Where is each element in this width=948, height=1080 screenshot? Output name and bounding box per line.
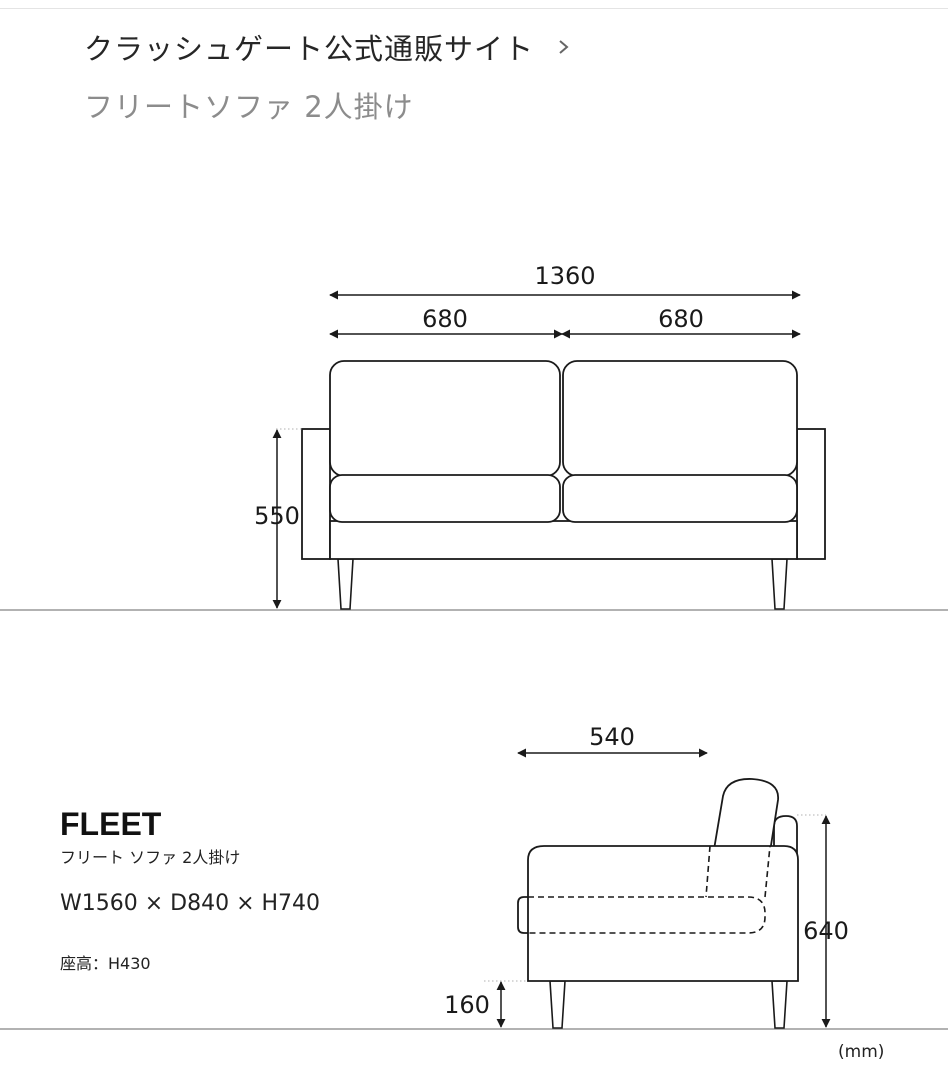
product-name: FLEET — [60, 806, 162, 842]
dim-label-overall-width: 1360 — [534, 262, 595, 290]
chevron-right-icon[interactable] — [556, 33, 572, 61]
dim-label-arm-height: 550 — [254, 502, 300, 530]
top-divider — [0, 8, 948, 9]
dim-label-leg-height: 160 — [444, 991, 490, 1019]
side-front-leg — [549, 980, 566, 1029]
side-hidden-seat-cushion — [528, 896, 766, 934]
front-left-arm — [301, 428, 331, 560]
unit-label: (mm) — [838, 1042, 885, 1062]
side-view: 540 640 160 — [0, 723, 948, 1030]
breadcrumb: クラッシュゲート公式通販サイト — [84, 26, 572, 68]
dim-label-overall-height: 640 — [803, 917, 849, 945]
front-back-cushion-left — [329, 360, 561, 477]
dim-label-seat-depth: 540 — [589, 723, 635, 751]
front-seat-cushion-right — [562, 474, 798, 523]
product-info: FLEET フリート ソファ 2人掛け W1560 × D840 × H740 … — [60, 806, 320, 974]
front-seat-cushion-left — [329, 474, 561, 523]
seat-height: 座高：H430 — [60, 954, 151, 973]
side-body — [527, 845, 799, 982]
front-base — [329, 520, 798, 560]
front-right-arm — [796, 428, 826, 560]
dim-label-left-seat-width: 680 — [422, 305, 468, 333]
product-dimensions: W1560 × D840 × H740 — [60, 891, 321, 916]
side-back-leg — [771, 980, 788, 1029]
dim-label-right-seat-width: 680 — [658, 305, 704, 333]
front-back-cushion-right — [562, 360, 798, 477]
side-hidden-back-cushion — [705, 845, 771, 898]
front-view: 1360 680 680 550 — [0, 262, 948, 611]
site-link[interactable]: クラッシュゲート公式通販サイト — [84, 32, 535, 66]
front-right-leg — [771, 558, 788, 610]
front-left-leg — [337, 558, 354, 610]
side-seat-front-lip — [517, 896, 528, 934]
product-subtitle: フリート ソファ 2人掛け — [60, 848, 241, 867]
page-title: フリートソファ 2人掛け — [84, 90, 414, 124]
